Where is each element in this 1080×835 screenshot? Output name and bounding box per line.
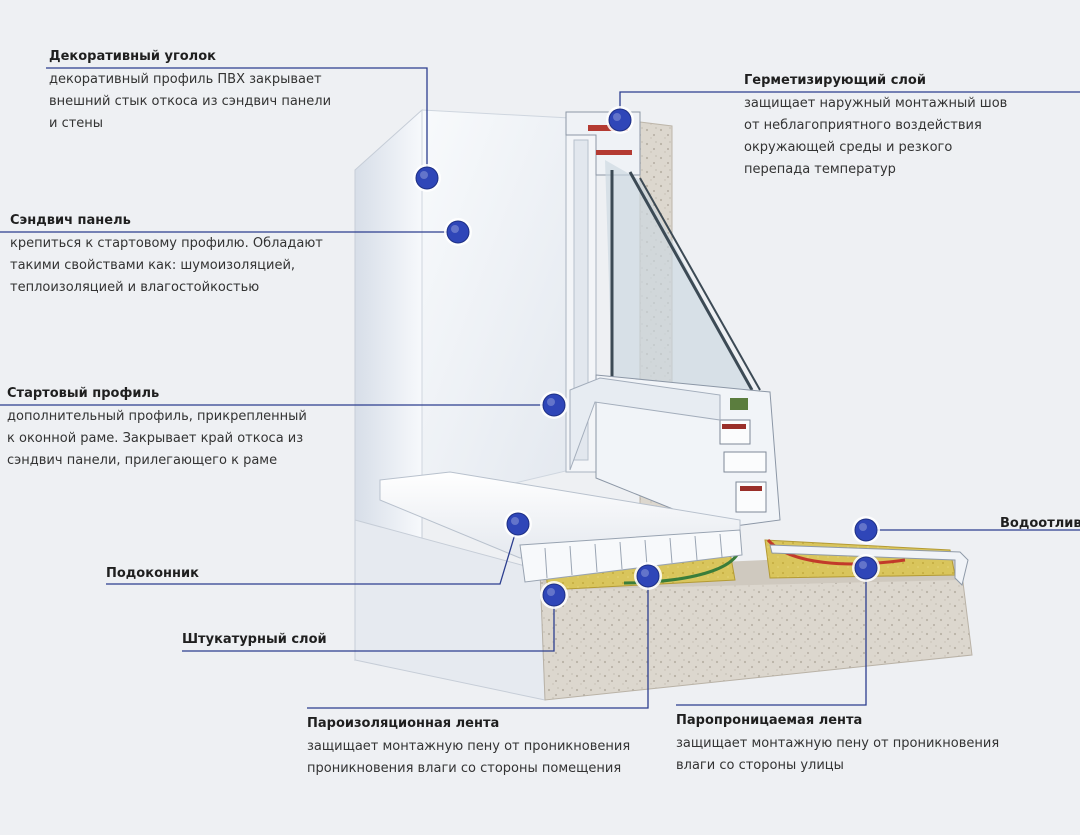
desc-line: и стены <box>49 116 104 131</box>
callout-title: Пароизоляционная лента <box>307 716 500 731</box>
desc-line: сэндвич панели, прилегающего к раме <box>7 453 278 468</box>
leader-windowsill <box>106 523 519 585</box>
marker-drip-sill <box>852 516 880 544</box>
marker-sandwich-panel <box>444 218 472 246</box>
callout-sandwich-panel: Сэндвич панель крепиться к стартовому пр… <box>10 212 323 299</box>
callout-title: Декоративный уголок <box>49 49 216 64</box>
frame-chamber-2 <box>723 451 767 473</box>
desc-line: защищает наружный монтажный шов <box>744 96 1008 111</box>
desc-line: такими свойствами как: шумоизоляцией, <box>10 258 296 273</box>
frame-green-part <box>730 398 748 410</box>
marker-vapor-permeable-tape <box>852 554 880 582</box>
marker-windowsill <box>504 510 532 538</box>
seal-red-1 <box>588 125 628 131</box>
callout-title: Водоотлив <box>1000 516 1080 531</box>
frame-seal-1 <box>722 424 746 429</box>
callout-title: Паропроницаемая лента <box>676 713 863 728</box>
desc-line: перепада температур <box>744 162 896 177</box>
desc-line: проникновения влаги со стороны помещения <box>307 761 622 776</box>
callout-title: Стартовый профиль <box>7 386 160 401</box>
frame-chamber-1 <box>719 419 751 445</box>
callout-desc: крепиться к стартовому профилю. Обладают… <box>10 233 323 299</box>
desc-line: защищает монтажную пену от проникновения <box>307 739 631 754</box>
marker-decorative-corner <box>413 164 441 192</box>
leader-plaster-layer <box>182 595 555 652</box>
frame-vertical-inner <box>573 139 589 461</box>
desc-line: теплоизоляцией и влагостойкостью <box>10 280 260 295</box>
window-sill-front <box>519 529 743 583</box>
callout-title: Штукатурный слой <box>182 632 327 647</box>
drip-sill <box>769 544 969 586</box>
callout-windowsill: Подоконник <box>106 565 199 583</box>
callout-title: Сэндвич панель <box>10 213 131 228</box>
glass-pane-3 <box>639 177 761 391</box>
callout-decorative-corner: Декоративный уголок декоративный профиль… <box>49 48 331 135</box>
desc-line: окружающей среды и резкого <box>744 140 953 155</box>
desc-line: крепиться к стартовому профилю. Обладают <box>10 236 323 251</box>
callout-start-profile: Стартовый профиль дополнительный профиль… <box>7 385 307 472</box>
marker-sealing-layer <box>606 106 634 134</box>
seal-red-2 <box>596 150 632 155</box>
callout-desc: декоративный профиль ПВХ закрывает внешн… <box>49 69 331 135</box>
leader-vapor-barrier-tape <box>307 576 649 709</box>
frame-bottom-profile <box>595 374 781 529</box>
leader-decorative-corner <box>46 67 428 178</box>
callout-sealing-layer: Герметизирующий слой защищает наружный м… <box>744 72 1007 181</box>
callout-vapor-barrier-tape: Пароизоляционная лента защищает монтажну… <box>307 715 630 780</box>
callout-title: Подоконник <box>106 566 199 581</box>
marker-start-profile <box>540 391 568 419</box>
desc-line: дополнительный профиль, прикрепленный <box>7 409 307 424</box>
leader-vapor-permeable-tape <box>676 568 867 706</box>
frame-seal-2 <box>740 486 762 491</box>
callout-markers <box>413 106 880 609</box>
desc-line: защищает монтажную пену от проникновения <box>676 736 1000 751</box>
callout-plaster-layer: Штукатурный слой <box>182 631 327 649</box>
marker-plaster-layer <box>540 581 568 609</box>
desc-line: к оконной раме. Закрывает край откоса из <box>7 431 304 446</box>
callout-desc: защищает наружный монтажный шов от небла… <box>744 93 1007 181</box>
desc-line: декоративный профиль ПВХ закрывает <box>49 72 322 87</box>
callout-desc: защищает монтажную пену от проникновения… <box>307 736 630 780</box>
glass-pane-2 <box>628 171 754 391</box>
leader-lines <box>0 67 1080 709</box>
marker-vapor-barrier-tape <box>634 562 662 590</box>
callout-vapor-permeable-tape: Паропроницаемая лента защищает монтажную… <box>676 712 999 777</box>
desc-line: влаги со стороны улицы <box>676 758 844 773</box>
callout-drip-sill: Водоотлив <box>1000 515 1080 533</box>
callout-title: Герметизирующий слой <box>744 73 926 88</box>
callout-desc: дополнительный профиль, прикрепленный к … <box>7 406 307 472</box>
glass-unit <box>605 160 752 410</box>
reveal-panel <box>421 109 571 506</box>
desc-line: от неблагоприятного воздействия <box>744 118 982 133</box>
callout-desc: защищает монтажную пену от проникновения… <box>676 733 999 777</box>
desc-line: внешний стык откоса из сэндвич панели <box>49 94 332 109</box>
start-profile-corner <box>569 377 721 471</box>
sill-chambers <box>544 533 723 579</box>
